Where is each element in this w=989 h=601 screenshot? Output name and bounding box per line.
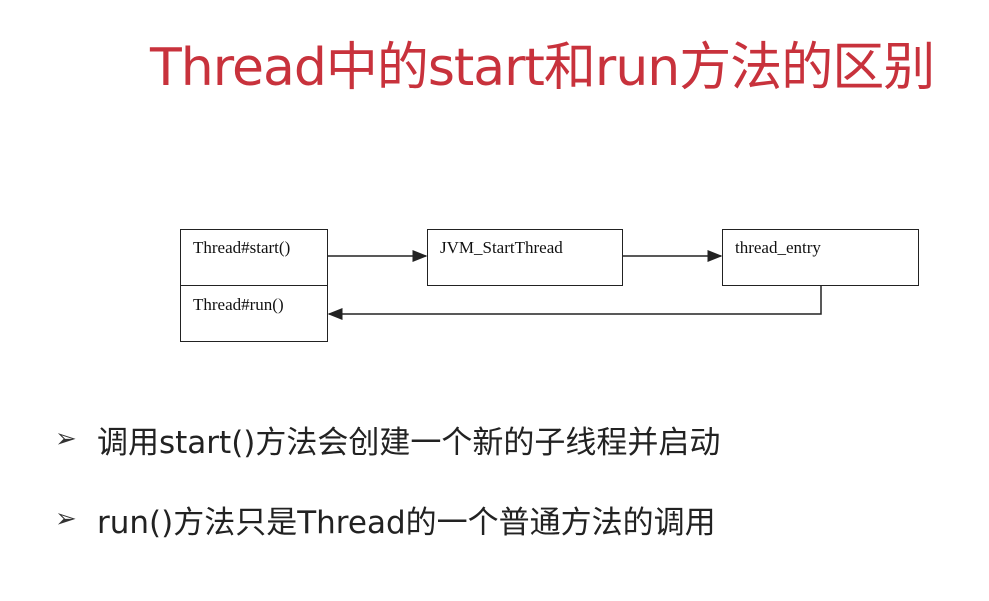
jvm-start-thread-node: JVM_StartThread: [427, 229, 623, 286]
arrow-entry-to-run: [327, 286, 822, 320]
thread-run-label: Thread#run(): [193, 295, 284, 314]
thread-entry-label: thread_entry: [735, 238, 821, 257]
bullet-list: ➢ 调用start()方法会创建一个新的子线程并启动 ➢ run()方法只是Th…: [55, 410, 720, 570]
bullet-item-start: ➢ 调用start()方法会创建一个新的子线程并启动: [55, 410, 720, 468]
bullet-arrow-icon: ➢: [55, 504, 77, 534]
bullet-item-run: ➢ run()方法只是Thread的一个普通方法的调用: [55, 490, 720, 548]
bullet-text: run()方法只是Thread的一个普通方法的调用: [97, 504, 716, 541]
thread-node: Thread#start() Thread#run(): [180, 229, 328, 342]
bullet-arrow-icon: ➢: [55, 424, 77, 454]
thread-node-divider: [181, 285, 327, 286]
jvm-start-thread-label: JVM_StartThread: [440, 238, 563, 257]
thread-entry-node: thread_entry: [722, 229, 919, 286]
slide-title: Thread中的start和run方法的区别: [150, 38, 935, 98]
thread-start-label: Thread#start(): [193, 238, 291, 257]
bullet-text: 调用start()方法会创建一个新的子线程并启动: [97, 424, 721, 461]
